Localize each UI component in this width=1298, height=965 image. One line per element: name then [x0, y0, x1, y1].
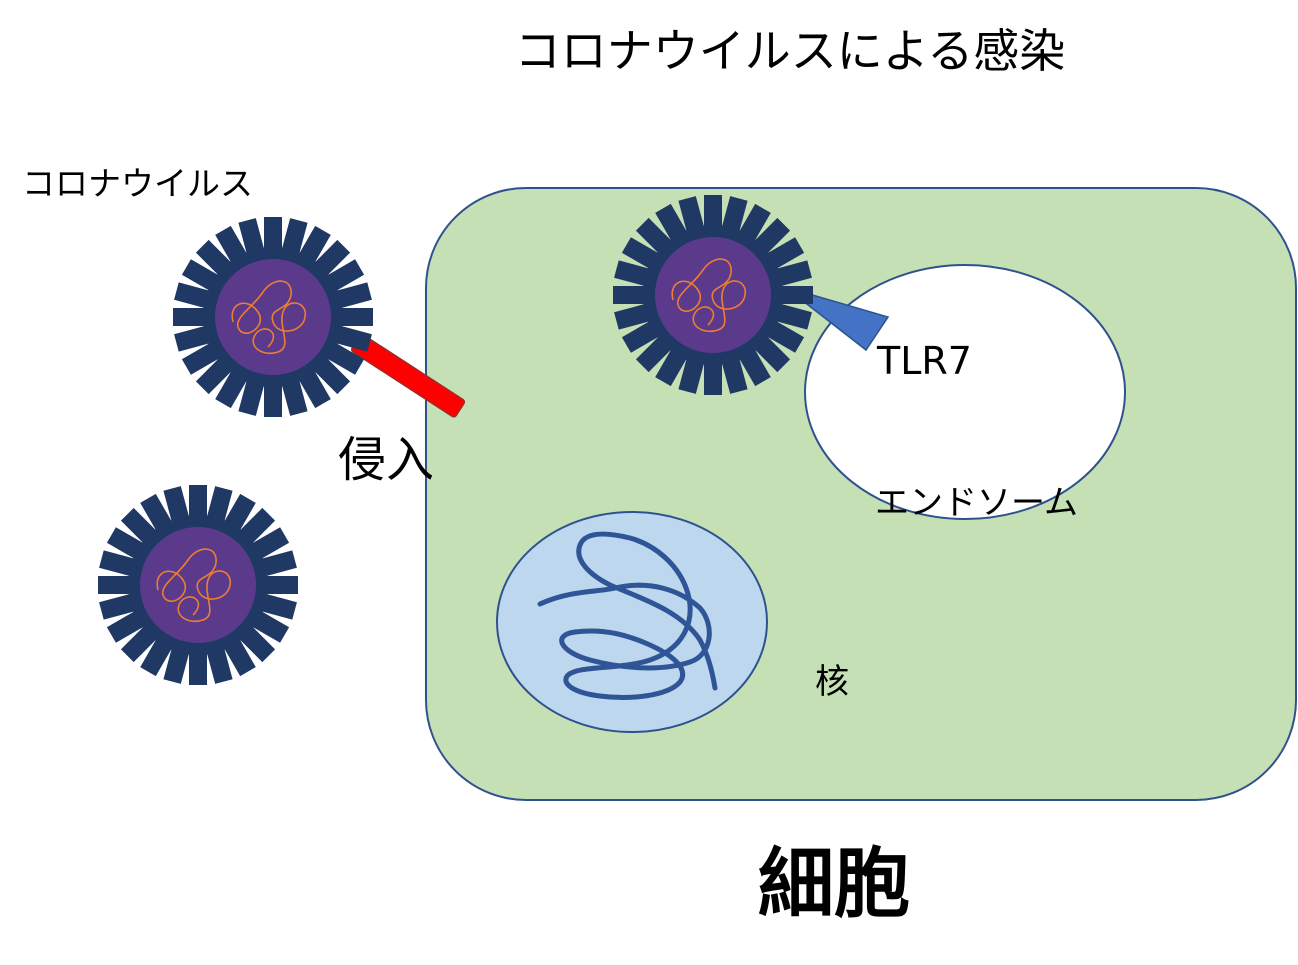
tlr7-label: TLR7 [876, 339, 972, 383]
virus-spike [339, 308, 373, 326]
virus-spike [174, 282, 212, 309]
virus-spike [753, 335, 791, 373]
virus-spike [173, 308, 207, 326]
virus-spike [189, 651, 207, 685]
virus-spike [753, 217, 791, 255]
nucleus-label: 核 [815, 662, 849, 702]
virus-spike [281, 218, 308, 256]
dna-strand-icon [537, 531, 718, 700]
virus-spike [163, 486, 190, 524]
endosome-label: エンドソーム [875, 483, 1078, 523]
virus-spike [238, 507, 276, 545]
virus-spike [765, 237, 805, 270]
virus-spike [120, 625, 158, 663]
virus-spike [189, 485, 207, 519]
virus-spike [325, 342, 365, 375]
virus-spike [264, 383, 282, 417]
virus-spike [334, 325, 372, 352]
virus-spike [655, 347, 688, 387]
virus-spike [635, 335, 673, 373]
coronavirus-icon [98, 485, 298, 685]
virus-spike [655, 203, 688, 243]
virus-spike [238, 625, 276, 663]
virus-spike [614, 260, 652, 287]
diagram-title: コロナウイルスによる感染 [515, 24, 1066, 78]
virus-spike [140, 637, 173, 677]
virus-spike [250, 610, 290, 643]
virus-spike [215, 225, 248, 265]
virus-spike [614, 303, 652, 330]
virus-spike [635, 217, 673, 255]
virus-spike [774, 303, 812, 330]
virus-spike [215, 369, 248, 409]
virus-spike [120, 507, 158, 545]
virus-spike [106, 527, 146, 560]
virus-spike [181, 342, 221, 375]
virus-rna [156, 548, 231, 622]
virus-spike [140, 493, 173, 533]
virus-spike [223, 493, 256, 533]
virus-spike [678, 356, 705, 394]
virus-spike [174, 325, 212, 352]
virus-spike [678, 196, 705, 234]
virus-spike [99, 550, 137, 577]
virus-spike [98, 576, 132, 594]
virus-spike [250, 527, 290, 560]
virus-spike [721, 196, 748, 234]
virus-spike [106, 610, 146, 643]
virus-spike [621, 320, 661, 353]
virus-spike [298, 369, 331, 409]
virus-spike [779, 286, 813, 304]
virus-spike [334, 282, 372, 309]
virus-rna [231, 280, 306, 354]
virus-rna [671, 258, 746, 332]
virus-spike [163, 646, 190, 684]
coronavirus-icon [613, 195, 813, 395]
virus-spike [99, 593, 137, 620]
virus-spike [765, 320, 805, 353]
virus-spike [281, 378, 308, 416]
virus-spike [223, 637, 256, 677]
virus-spike [264, 217, 282, 251]
virus-spike [704, 361, 722, 395]
virus-spike [238, 218, 265, 256]
virus-spike [264, 576, 298, 594]
coronavirus-icon [173, 217, 373, 417]
virus-spike [774, 260, 812, 287]
virus-spike [181, 259, 221, 292]
virus-spike [238, 378, 265, 416]
virus-spike [738, 203, 771, 243]
virus-spike [621, 237, 661, 270]
virus-spike [704, 195, 722, 229]
virus-spike [325, 259, 365, 292]
virus-spike [298, 225, 331, 265]
virus-label: コロナウイルス [22, 164, 253, 203]
virus-spike [259, 550, 297, 577]
endosome-shape [804, 264, 1126, 520]
virus-spike [206, 646, 233, 684]
invasion-label: 侵入 [338, 432, 434, 488]
virus-spike [259, 593, 297, 620]
virus-spike [738, 347, 771, 387]
virus-spike [613, 286, 647, 304]
virus-spike [206, 486, 233, 524]
virus-spike [721, 356, 748, 394]
cell-label: 細胞 [758, 839, 910, 928]
